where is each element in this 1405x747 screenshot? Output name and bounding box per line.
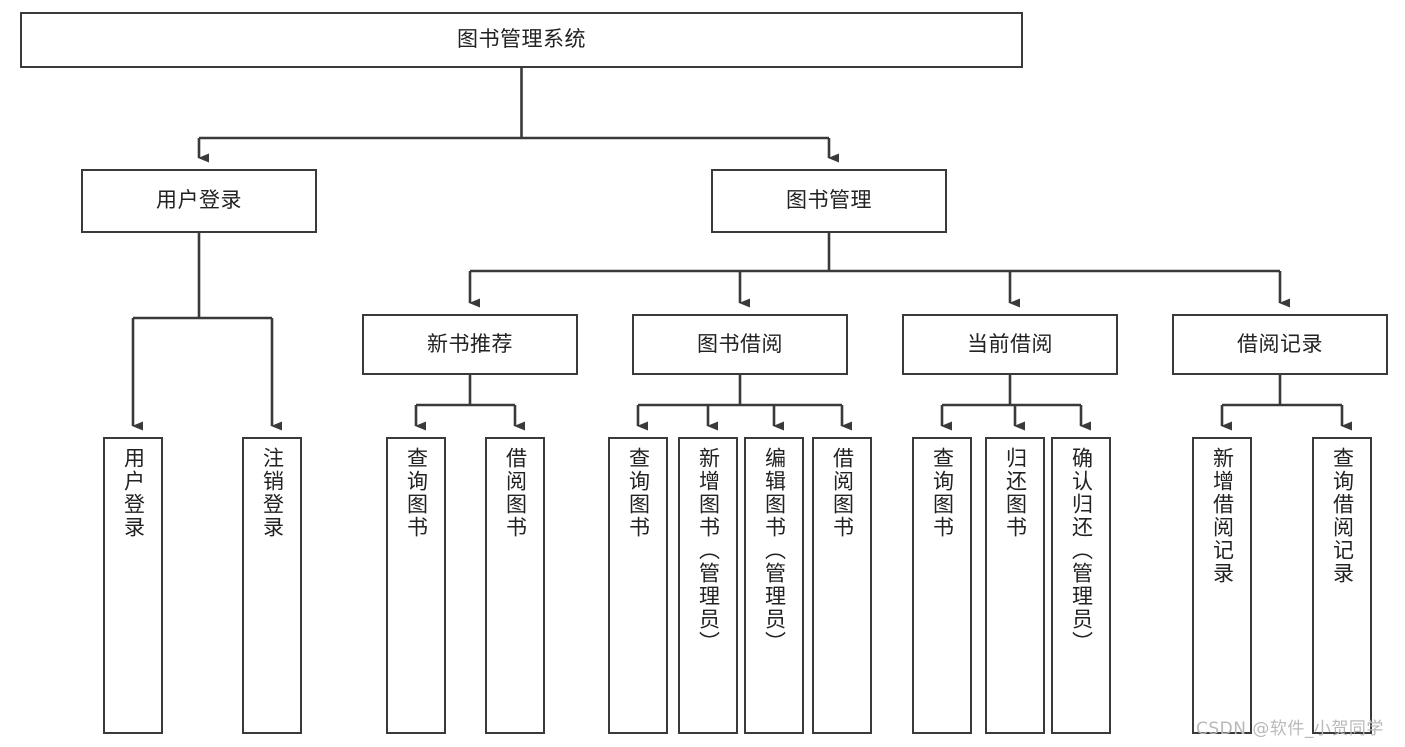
leaf-edit-book-admin[interactable]: 编辑图书（管理员） (744, 437, 804, 734)
node-label: 查询图书 (930, 447, 955, 539)
node-user-login[interactable]: 用户登录 (81, 169, 317, 233)
node-label: 图书管理 (786, 188, 872, 213)
node-label: 新书推荐 (427, 331, 513, 356)
leaf-query-borrow-record[interactable]: 查询借阅记录 (1312, 437, 1372, 734)
node-book-borrow[interactable]: 图书借阅 (632, 314, 848, 375)
leaf-logout-login[interactable]: 注销登录 (242, 437, 302, 734)
leaf-return-book[interactable]: 归还图书 (985, 437, 1045, 734)
node-label: 查询图书 (404, 447, 429, 539)
node-label: 注销登录 (260, 447, 285, 539)
node-book-management[interactable]: 图书管理 (711, 169, 947, 233)
node-label: 新增图书（管理员） (696, 447, 721, 654)
node-label: 借阅图书 (830, 447, 855, 539)
node-label: 图书管理系统 (457, 27, 586, 52)
node-borrow-record[interactable]: 借阅记录 (1172, 314, 1388, 375)
leaf-query-book-recommend[interactable]: 查询图书 (386, 437, 446, 734)
leaf-query-book-current[interactable]: 查询图书 (912, 437, 972, 734)
leaf-add-borrow-record[interactable]: 新增借阅记录 (1192, 437, 1252, 734)
node-label: 查询借阅记录 (1330, 447, 1355, 585)
node-label: 借阅记录 (1237, 331, 1323, 356)
node-new-book-recommend[interactable]: 新书推荐 (362, 314, 578, 375)
leaf-query-book-borrow[interactable]: 查询图书 (608, 437, 668, 734)
leaf-user-login[interactable]: 用户登录 (103, 437, 163, 734)
leaf-borrow-book-recommend[interactable]: 借阅图书 (485, 437, 545, 734)
node-label: 借阅图书 (503, 447, 528, 539)
node-label: 当前借阅 (967, 331, 1053, 356)
node-label: 确认归还（管理员） (1069, 447, 1094, 654)
node-label: 用户登录 (156, 188, 242, 213)
node-label: 新增借阅记录 (1210, 447, 1235, 585)
node-label: 归还图书 (1003, 447, 1028, 539)
leaf-borrow-book[interactable]: 借阅图书 (812, 437, 872, 734)
node-current-borrow[interactable]: 当前借阅 (902, 314, 1118, 375)
node-label: 用户登录 (121, 447, 146, 539)
leaf-confirm-return-admin[interactable]: 确认归还（管理员） (1051, 437, 1111, 734)
node-label: 编辑图书（管理员） (762, 447, 787, 654)
node-label: 查询图书 (626, 447, 651, 539)
leaf-add-book-admin[interactable]: 新增图书（管理员） (678, 437, 738, 734)
node-root-system[interactable]: 图书管理系统 (20, 12, 1023, 68)
node-label: 图书借阅 (697, 331, 783, 356)
